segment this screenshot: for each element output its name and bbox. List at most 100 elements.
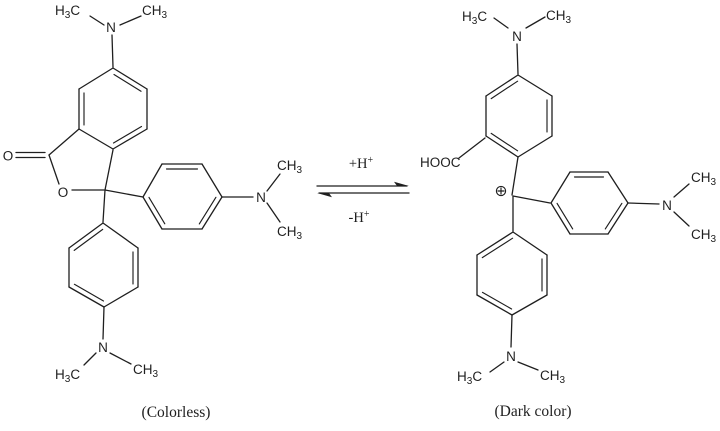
label-subscript: 3 <box>566 15 572 26</box>
lactone-ring: O O <box>3 128 114 200</box>
bond <box>489 361 505 373</box>
bond <box>476 231 514 256</box>
label-subscript: 3 <box>65 10 71 21</box>
bond <box>525 16 546 29</box>
double-bond-inner <box>198 196 217 225</box>
benzene-ring-b <box>68 222 139 308</box>
label-part: -H <box>349 210 365 226</box>
atom-label-n: N <box>106 20 116 35</box>
atom-label-n: N <box>506 349 516 364</box>
benzene-ring-d <box>485 74 553 158</box>
atom-label-n: N <box>662 198 672 213</box>
label-part: C <box>70 367 80 382</box>
bond <box>103 286 139 308</box>
atom-label-ch3: CH3 <box>546 8 572 26</box>
dimethylamino-bottom-left: N H3C CH3 <box>55 306 159 385</box>
bond <box>119 15 142 26</box>
dimethylamino-right-right-molecule: N CH3 CH3 <box>627 170 717 245</box>
double-bond-inner <box>490 80 519 100</box>
bond <box>68 286 105 308</box>
bond <box>266 202 281 223</box>
label-part: CH <box>691 227 711 242</box>
bond <box>112 128 148 150</box>
bond <box>512 195 551 204</box>
double-bond-inner <box>73 228 104 251</box>
label-part: CH <box>133 362 153 377</box>
atom-label-hooc: HOOC <box>420 155 461 170</box>
atom-label-ch3: CH3 <box>691 227 717 245</box>
bond <box>83 352 97 366</box>
bond <box>104 149 114 191</box>
double-bond-inner <box>112 125 143 144</box>
right-molecule: H3C CH3 N HOOC <box>420 8 717 420</box>
dimethylamino-top-right: H3C CH3 N <box>462 8 572 75</box>
dimethylamino-top-left: H3C CH3 N <box>55 3 168 68</box>
label-subscript: 3 <box>162 10 168 21</box>
bond <box>517 135 553 158</box>
bond <box>112 67 148 90</box>
double-bond-inner <box>148 196 166 225</box>
label-subscript: 3 <box>153 369 159 380</box>
bond <box>607 171 629 204</box>
bond <box>550 171 571 204</box>
bond <box>511 294 548 316</box>
bond <box>607 202 629 235</box>
bond <box>111 34 114 68</box>
label-part: CH <box>277 224 297 239</box>
reverse-arrowhead <box>317 193 332 198</box>
bond <box>48 128 80 156</box>
double-bond-inner <box>113 73 142 92</box>
label-part: +H <box>349 156 368 172</box>
bond <box>511 156 519 196</box>
bond <box>89 15 105 26</box>
bond <box>104 189 144 198</box>
label-part: CH <box>142 3 162 18</box>
charge-circle <box>495 185 507 197</box>
atom-label-h3c: H3C <box>55 367 80 385</box>
double-bond-inner <box>556 202 574 230</box>
double-bond-inner <box>481 291 513 310</box>
bond <box>673 183 690 198</box>
forward-arrowhead <box>394 181 409 186</box>
bond <box>485 74 519 97</box>
bond <box>673 211 690 227</box>
bond <box>266 173 281 192</box>
central-carbocation <box>495 156 551 232</box>
label-part: C <box>70 3 80 18</box>
bond <box>109 352 132 365</box>
label-part: H <box>55 367 65 382</box>
bond <box>510 314 513 348</box>
positive-charge-icon <box>495 185 507 197</box>
benzene-ring-e <box>550 171 629 235</box>
bond <box>627 202 660 205</box>
left-molecule: H3C CH3 N O O <box>3 3 303 421</box>
bond <box>476 294 513 316</box>
dimethylamino-right-left-molecule: N CH3 CH3 <box>221 158 303 242</box>
label-part: H <box>462 9 472 24</box>
atom-label-ch3: CH3 <box>142 3 168 21</box>
bond <box>550 202 571 235</box>
bond <box>68 222 104 249</box>
label-subscript: 3 <box>711 177 717 188</box>
double-bond-inner <box>604 202 623 230</box>
bond <box>48 154 60 185</box>
bond <box>78 128 114 150</box>
label-subscript: 3 <box>560 375 566 386</box>
label-superscript: + <box>364 209 370 220</box>
atom-label-ch3: CH3 <box>133 362 159 380</box>
atom-label-o-carbonyl: O <box>3 149 14 164</box>
label-superscript: + <box>368 155 374 166</box>
label-subscript: 3 <box>297 231 303 242</box>
atom-label-ch3: CH3 <box>540 368 566 386</box>
benzene-ring-f <box>476 231 548 316</box>
bond <box>201 163 223 198</box>
forward-reaction-label: +H+ <box>349 155 374 172</box>
double-bond-inner <box>490 132 519 152</box>
carboxyl-group: HOOC <box>420 137 486 170</box>
bond <box>517 74 553 97</box>
equilibrium-arrows: +H+ -H+ <box>316 155 410 226</box>
atom-label-h3c: H3C <box>55 3 80 21</box>
atom-label-h3c: H3C <box>457 369 482 387</box>
atom-label-h3c: H3C <box>462 9 487 27</box>
